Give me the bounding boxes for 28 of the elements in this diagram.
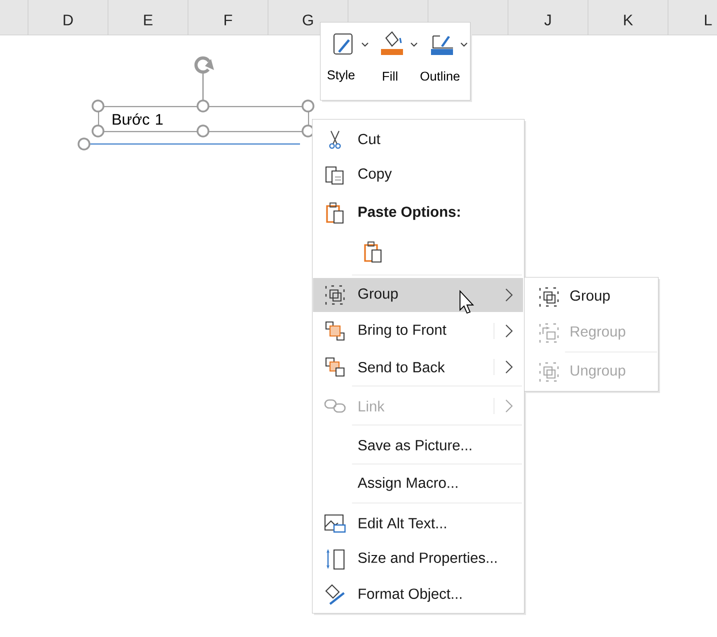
menu-item: Bring to Front xyxy=(358,324,446,338)
mini-toolbar xyxy=(320,22,472,102)
column-header: G xyxy=(302,14,313,26)
menu-item: Ungroup xyxy=(570,365,626,379)
menu-item: Save as Picture... xyxy=(358,440,472,450)
column-header: F xyxy=(224,14,232,26)
menu-item: Size and Properties... xyxy=(358,552,496,566)
column-header: K xyxy=(624,14,633,26)
menu-item: Send to Back xyxy=(358,362,445,372)
column-header: D xyxy=(64,14,73,26)
column-header: E xyxy=(144,14,152,26)
submenu xyxy=(524,277,660,393)
menu-item: Cut xyxy=(358,134,380,144)
menu-item: Copy xyxy=(358,168,392,182)
menu-item: Group xyxy=(570,290,610,304)
toolbar-label: Fill xyxy=(382,71,398,81)
toolbar-label: Style xyxy=(328,70,355,82)
menu-item: Edit Alt Text... xyxy=(358,518,446,528)
menu-item: Assign Macro... xyxy=(358,477,458,491)
menu-item: Group xyxy=(358,288,398,302)
menu-item: Paste Options: xyxy=(358,206,460,220)
menu-item: Regroup xyxy=(570,326,626,340)
menu-item: Format Object... xyxy=(358,588,462,602)
menu-item: Link xyxy=(358,400,385,412)
toolbar-label: Outline xyxy=(420,71,460,81)
column-header: J xyxy=(544,14,551,26)
column-header: L xyxy=(705,14,712,26)
text-box: Bước 1 xyxy=(98,106,310,132)
